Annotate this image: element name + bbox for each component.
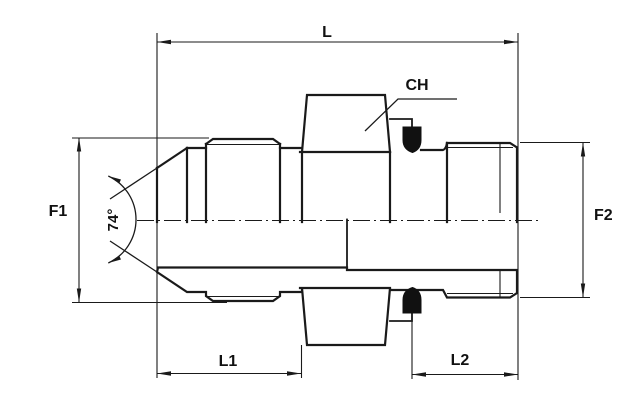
- label-hex-size: CH: [405, 77, 428, 94]
- label-right-length: L2: [451, 352, 470, 369]
- angle-arc: [108, 175, 137, 264]
- dimension-L2: L2: [411, 316, 518, 379]
- dimension-L1: L1: [157, 345, 303, 378]
- seal-pocket-step-lower: [389, 312, 413, 322]
- cone-extension-upper: [109, 167, 158, 200]
- angle-callout-74: 74°: [105, 167, 158, 273]
- label-overall-length: L: [322, 24, 332, 41]
- seal-washer-upper: [402, 126, 422, 154]
- hex-top: [300, 93, 392, 154]
- outline-upper-half: [155, 93, 519, 224]
- flare-cone: [155, 146, 189, 170]
- dimension-F1: F1: [49, 137, 227, 304]
- hex-callout-CH: CH: [364, 77, 457, 132]
- seal-washer-lower: [402, 286, 422, 314]
- dimension-F2: F2: [520, 141, 613, 299]
- section-lower-half: [155, 218, 519, 347]
- thread-band-right: [445, 141, 519, 150]
- label-left-thread-size: F1: [49, 203, 68, 220]
- leader-line: [364, 98, 457, 132]
- thread-band-left: [204, 137, 282, 146]
- dimension-L: L: [156, 24, 519, 380]
- label-cone-angle: 74°: [105, 209, 122, 232]
- label-right-thread-size: F2: [594, 207, 613, 224]
- label-left-length: L1: [219, 353, 238, 370]
- cone-extension-lower: [109, 240, 158, 273]
- hatch-region: [155, 266, 519, 347]
- seal-pocket-step-upper: [389, 118, 413, 128]
